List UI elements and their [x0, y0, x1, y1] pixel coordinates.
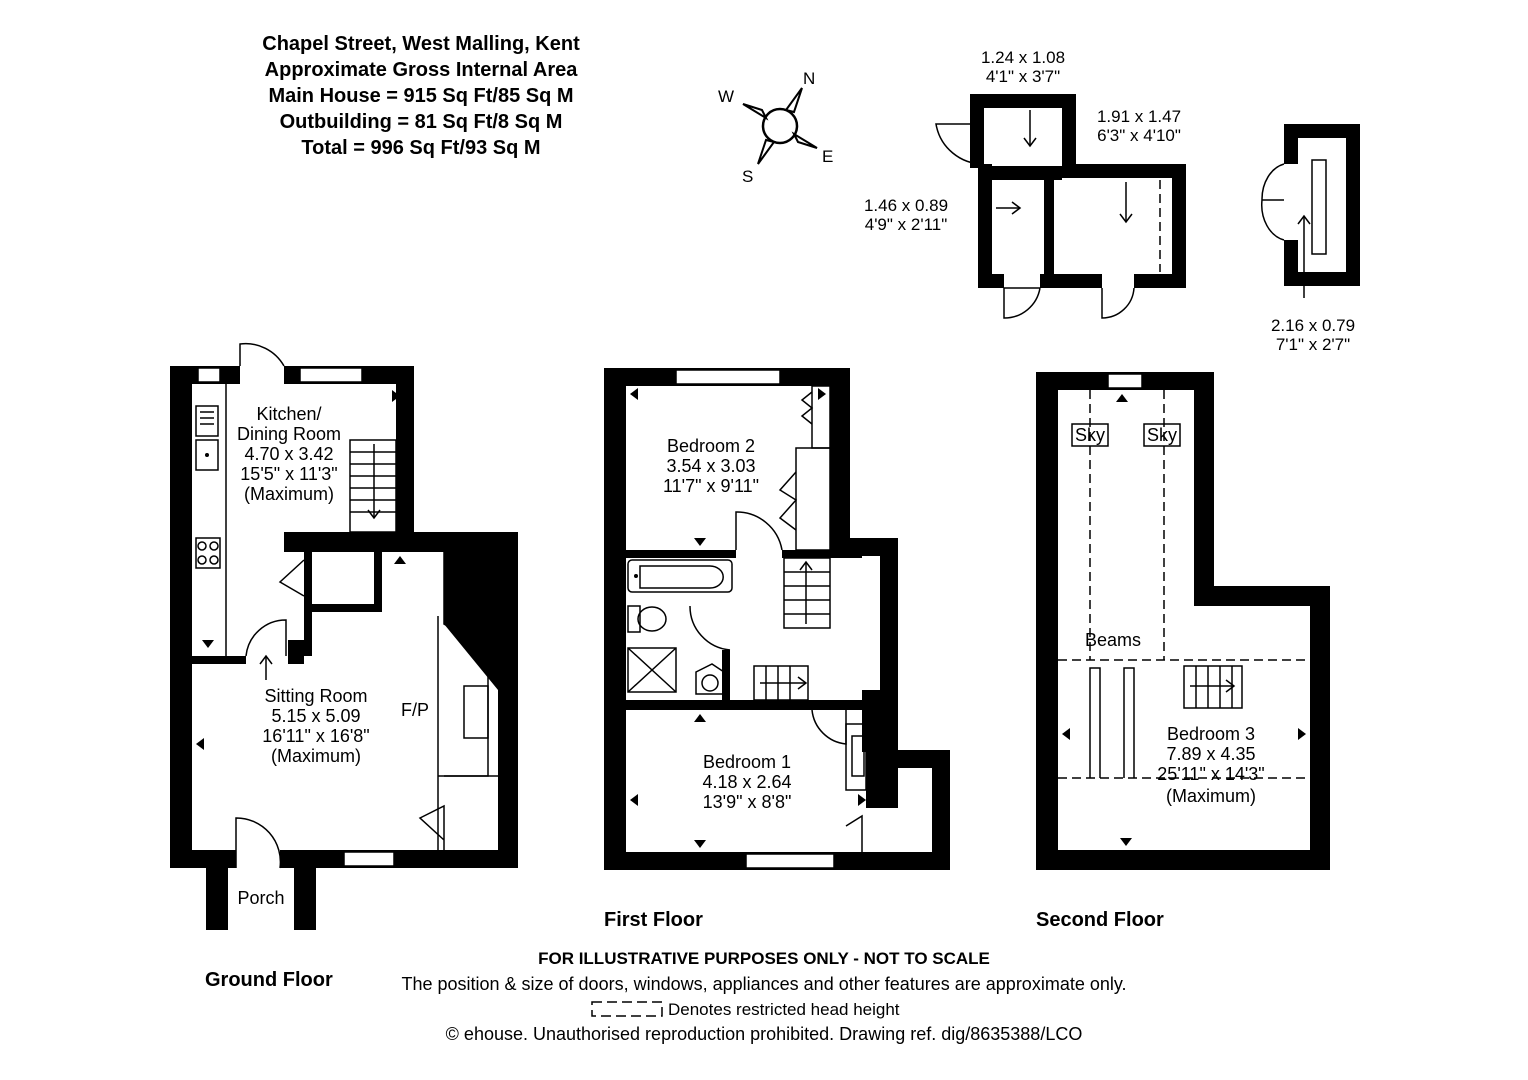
second-floor-label: Second Floor [1036, 909, 1164, 931]
sitting-room-name: Sitting Room [264, 686, 367, 706]
kitchen-imperial: 15'5" x 11'3" [240, 464, 337, 484]
second-floor-plan: Sky Sky Beams Bedroom 3 7.89 x 4.35 25'1… [1036, 372, 1330, 931]
restricted-height-legend-icon [591, 1001, 663, 1017]
outbuilding-plan: 1.24 x 1.08 4'1" x 3'7" 1.91 x 1.47 6'3"… [864, 48, 1360, 354]
store-d-metric: 2.16 x 0.79 [1271, 316, 1355, 335]
sitting-room-imperial: 16'11" x 16'8" [262, 726, 369, 746]
compass-e: E [822, 147, 833, 166]
copyright-text: © ehouse. Unauthorised reproduction proh… [446, 1024, 1083, 1044]
bedroom-1-name: Bedroom 1 [703, 752, 791, 772]
ground-floor-label: Ground Floor [205, 969, 333, 991]
disclaimer-text: FOR ILLUSTRATIVE PURPOSES ONLY - NOT TO … [538, 949, 990, 968]
footer-block: FOR ILLUSTRATIVE PURPOSES ONLY - NOT TO … [401, 949, 1126, 1044]
sitting-room-note: (Maximum) [271, 746, 361, 766]
first-floor-label: First Floor [604, 909, 703, 931]
area-subtitle: Approximate Gross Internal Area [265, 59, 579, 81]
bedroom-2-imperial: 11'7" x 9'11" [663, 476, 759, 496]
kitchen-name-2: Dining Room [237, 424, 341, 444]
sitting-room-metric: 5.15 x 5.09 [271, 706, 360, 726]
total-area: Total = 996 Sq Ft/93 Sq M [301, 137, 540, 159]
bedroom-1-metric: 4.18 x 2.64 [702, 772, 791, 792]
beams-label: Beams [1085, 630, 1141, 650]
outbuilding-area: Outbuilding = 81 Sq Ft/8 Sq M [280, 111, 563, 133]
store-b-imperial: 6'3" x 4'10" [1097, 126, 1181, 145]
position-note: The position & size of doors, windows, a… [401, 974, 1126, 994]
store-c-imperial: 4'9" x 2'11" [865, 215, 948, 234]
header-block: Chapel Street, West Malling, Kent Approx… [262, 33, 580, 159]
compass-icon: N E S W [718, 69, 833, 186]
fireplace-label: F/P [401, 700, 429, 720]
skylight-2-label: Sky [1147, 425, 1177, 445]
compass-w: W [718, 87, 734, 106]
bedroom-2-metric: 3.54 x 3.03 [666, 456, 755, 476]
bedroom-1-imperial: 13'9" x 8'8" [703, 792, 792, 812]
kitchen-name-1: Kitchen/ [256, 404, 321, 424]
compass-n: N [803, 69, 815, 88]
store-d-imperial: 7'1" x 2'7" [1276, 335, 1350, 354]
compass-s: S [742, 167, 753, 186]
ground-floor-plan: Kitchen/ Dining Room 4.70 x 3.42 15'5" x… [170, 342, 518, 991]
bedroom-3-metric: 7.89 x 4.35 [1166, 744, 1255, 764]
legend-text: Denotes restricted head height [668, 1000, 900, 1019]
first-floor-plan: Bedroom 2 3.54 x 3.03 11'7" x 9'11" Bedr… [604, 368, 950, 931]
porch-label: Porch [237, 888, 284, 908]
address-title: Chapel Street, West Malling, Kent [262, 33, 580, 55]
kitchen-note: (Maximum) [244, 484, 334, 504]
main-house-area: Main House = 915 Sq Ft/85 Sq M [268, 85, 573, 107]
bedroom-3-note: (Maximum) [1166, 786, 1256, 806]
skylight-1-label: Sky [1075, 425, 1105, 445]
kitchen-metric: 4.70 x 3.42 [244, 444, 333, 464]
bedroom-2-name: Bedroom 2 [667, 436, 755, 456]
bedroom-3-name: Bedroom 3 [1167, 724, 1255, 744]
store-a-imperial: 4'1" x 3'7" [986, 67, 1060, 86]
store-c-metric: 1.46 x 0.89 [864, 196, 948, 215]
store-b-metric: 1.91 x 1.47 [1097, 107, 1181, 126]
bedroom-3-imperial: 25'11" x 14'3" [1157, 764, 1264, 784]
store-a-metric: 1.24 x 1.08 [981, 48, 1065, 67]
